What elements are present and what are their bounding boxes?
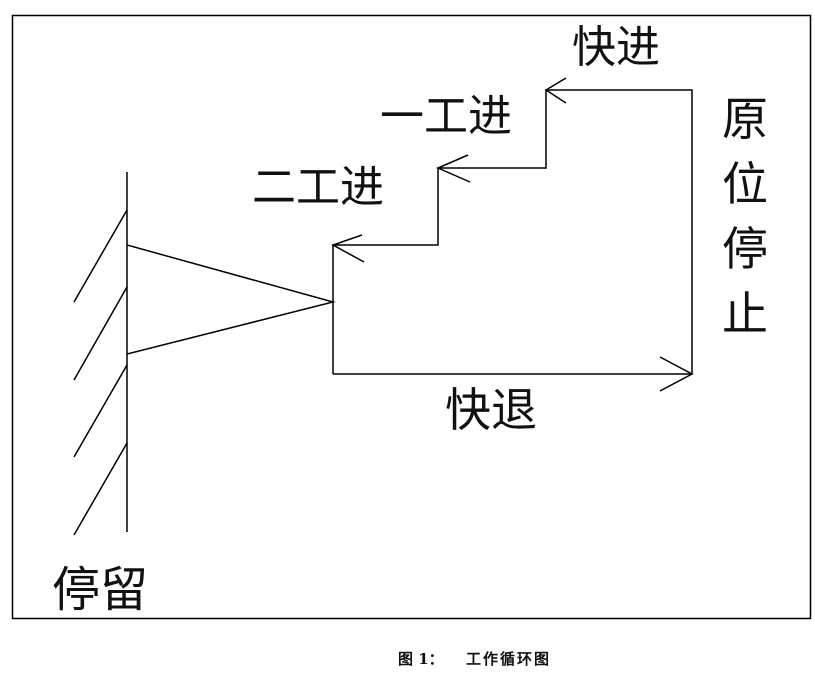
tool-wedge xyxy=(126,244,336,355)
arrow-fast-return xyxy=(659,356,694,392)
caption-title: 工作循环图 xyxy=(466,650,552,668)
label-first-feed: 一工进 xyxy=(380,91,512,142)
arrow-fast-forward xyxy=(544,77,567,104)
cycle-path xyxy=(332,89,693,375)
arrow-first-feed xyxy=(436,154,471,183)
label-fast-return: 快退 xyxy=(445,383,537,437)
label-dwell: 停留 xyxy=(52,562,148,618)
label-second-feed: 二工进 xyxy=(252,162,384,213)
label-home-stop-2: 位 xyxy=(722,157,768,211)
figure-caption: 图 1： 工作循环图 xyxy=(0,648,815,670)
label-home-stop-1: 原 xyxy=(722,92,768,146)
label-fast-forward: 快进 xyxy=(572,22,660,73)
work-cycle-diagram: 快进 一工进 二工进 原 位 停 止 快退 停留 xyxy=(11,14,812,620)
label-home-stop-3: 停 xyxy=(722,222,768,276)
arrow-second-feed xyxy=(331,234,365,263)
diagram-border xyxy=(11,14,812,620)
label-home-stop-4: 止 xyxy=(722,287,768,341)
caption-figure-number: 图 1： xyxy=(398,650,444,668)
wall-hatching xyxy=(73,209,128,536)
